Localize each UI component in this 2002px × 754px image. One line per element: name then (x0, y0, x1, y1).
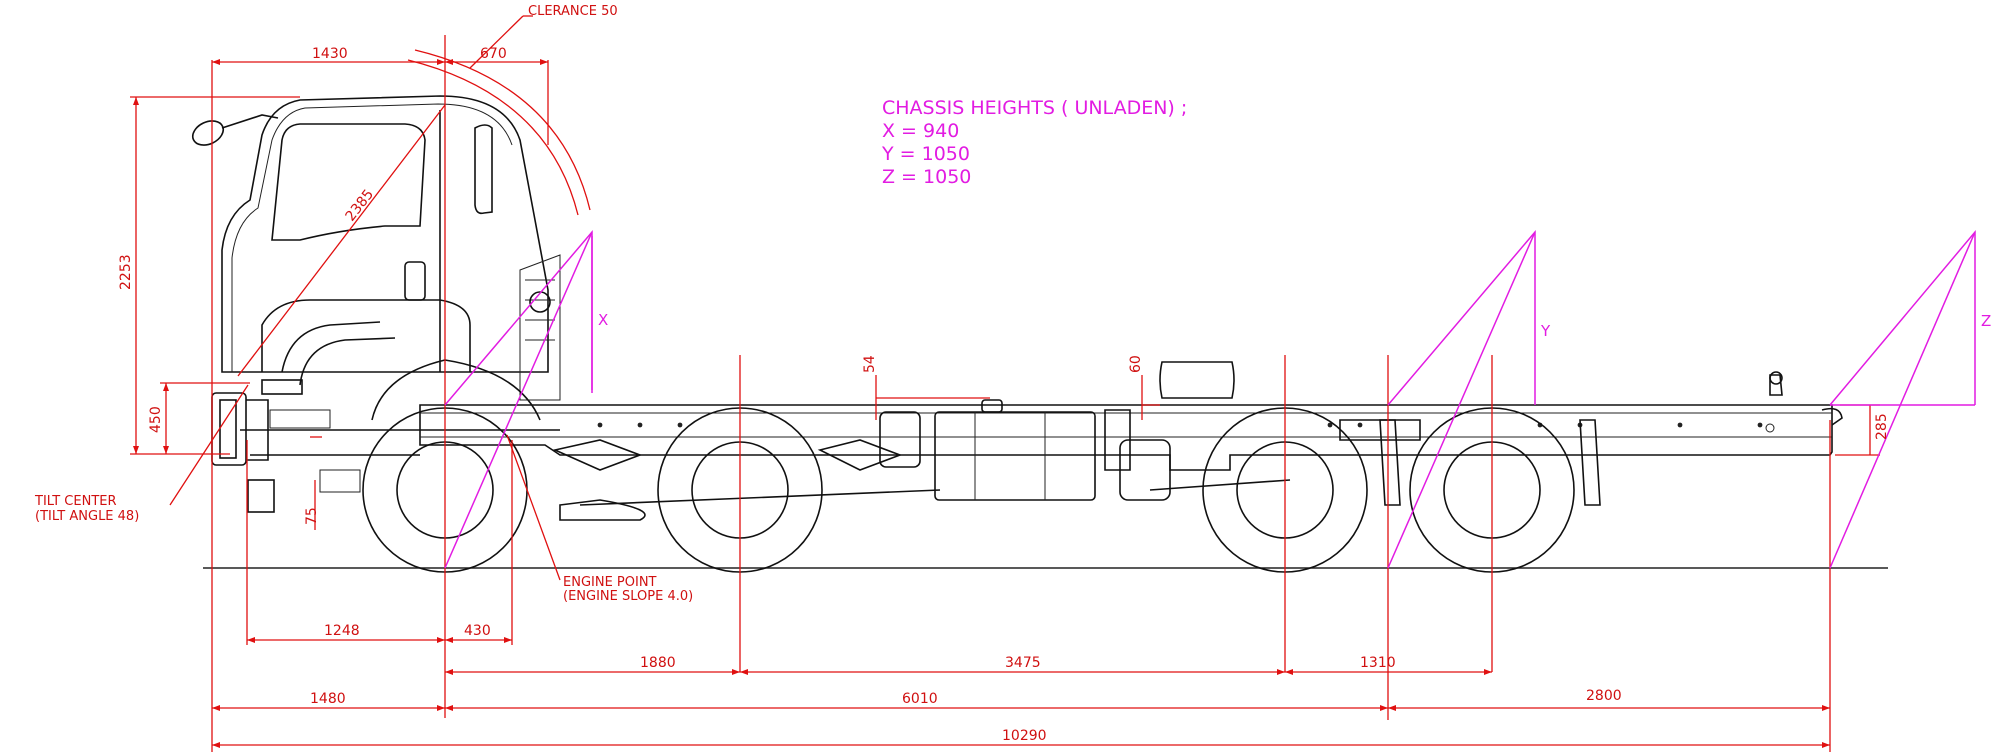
marker-x: X (598, 311, 608, 329)
dim-frame-60: 60 (1128, 355, 1144, 373)
drivetrain (552, 361, 1843, 521)
spare-wheel (1159, 361, 1235, 399)
dim-wheelbase: 6010 (902, 691, 938, 707)
dim-tilt-height: 450 (148, 406, 164, 433)
dim-front-overhang: 1480 (310, 691, 346, 707)
dim-cab-front: 1430 (312, 46, 348, 62)
marker-z: Z (1981, 312, 1991, 330)
tilt-angle-label: (TILT ANGLE 48) (35, 509, 139, 524)
dim-cab-height: 2253 (118, 254, 134, 290)
dimension-lines (130, 15, 1880, 752)
fuel-tank (934, 411, 1096, 501)
chassis-height-z: Z = 1050 (882, 166, 971, 188)
dim-wb-1880: 1880 (640, 655, 676, 671)
dim-tilt-radius: 2385 (343, 187, 378, 225)
engine-point-label: ENGINE POINT (563, 575, 657, 590)
chassis-height-x: X = 940 (882, 120, 959, 142)
dim-front-430: 430 (464, 623, 491, 639)
chassis-height-y: Y = 1050 (881, 143, 970, 165)
dim-wb-3475: 3475 (1005, 655, 1041, 671)
chassis-heights-title: CHASSIS HEIGHTS ( UNLADEN) ; (882, 97, 1187, 119)
dim-rear-overhang: 2800 (1586, 688, 1622, 704)
dim-ground-axle: 75 (304, 507, 320, 525)
clearance-label: CLERANCE 50 (528, 4, 618, 19)
tilt-center-label: TILT CENTER (34, 494, 117, 509)
dim-frame-54: 54 (862, 355, 878, 373)
dim-rear-285: 285 (1874, 413, 1890, 440)
height-markers (444, 229, 1976, 569)
dim-wb-1310: 1310 (1360, 655, 1396, 671)
front-wheel (362, 359, 541, 573)
marker-y: Y (1540, 322, 1551, 340)
chassis-frame (419, 404, 1833, 471)
dim-cab-rear: 670 (480, 46, 507, 62)
dim-front-1248: 1248 (324, 623, 360, 639)
engine-slope-label: (ENGINE SLOPE 4.0) (563, 589, 693, 604)
dim-overall-length: 10290 (1002, 728, 1047, 744)
truck-cab (191, 95, 561, 513)
